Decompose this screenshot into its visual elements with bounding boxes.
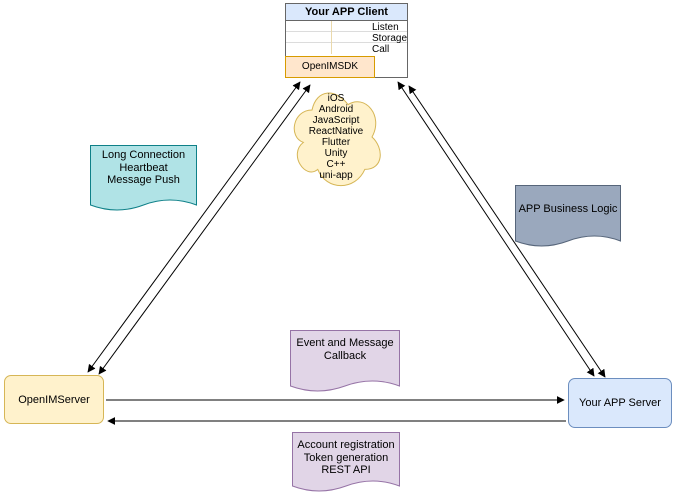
note-event-callback-line2: Callback (323, 349, 367, 362)
arrow-openimserver-client-1 (87, 81, 301, 373)
note-rest-api: Account registration Token generation RE… (292, 432, 400, 496)
note-rest-api-line1: Account registration (297, 439, 395, 451)
platform-ios: iOS (327, 93, 345, 104)
note-long-connection: Long Connection Heartbeat Message Push (90, 145, 197, 215)
note-long-connection-line1: Long Connection (101, 149, 186, 161)
platform-unity: Unity (324, 148, 348, 159)
note-long-connection-line2: Heartbeat (119, 161, 168, 174)
platform-flutter: Flutter (321, 137, 351, 148)
platform-reactnative: ReactNative (308, 126, 364, 137)
platform-android: Android (318, 104, 354, 115)
note-event-callback-shape (290, 330, 400, 392)
note-rest-api-shape (292, 432, 400, 492)
arrow-openimserver-client-2 (98, 84, 311, 375)
platform-uniapp: uni-app (319, 170, 353, 181)
note-business-logic-line1: APP Business Logic (518, 203, 618, 215)
platform-list: iOS Android JavaScript ReactNative Flutt… (287, 82, 385, 192)
client-row-listen: Listen (372, 22, 399, 33)
client-row-storage: Storage (372, 33, 408, 44)
client-row-call: Call (372, 44, 390, 55)
platform-cpp: C++ (326, 159, 346, 170)
note-event-callback-line1: Event and Message (296, 337, 394, 349)
client-vertical-divider (331, 21, 332, 54)
note-long-connection-line3: Message Push (107, 174, 180, 186)
note-event-callback: Event and Message Callback (290, 330, 400, 396)
openimsdk-box: OpenIMSDK (285, 56, 375, 78)
app-client-title: Your APP Client (286, 4, 407, 21)
client-divider-2 (286, 42, 407, 43)
note-business-logic: APP Business Logic (515, 185, 621, 251)
app-client-box: Your APP Client Listen Storage Call Open… (285, 3, 408, 78)
your-app-server-box: Your APP Server (568, 378, 672, 428)
client-rows: Listen Storage Call (372, 22, 407, 55)
note-rest-api-line3: REST API (321, 464, 371, 476)
platform-javascript: JavaScript (312, 115, 360, 126)
note-rest-api-line2: Token generation (303, 451, 389, 464)
arrow-appserver-client-2 (408, 85, 606, 378)
client-divider-1 (286, 31, 407, 32)
app-client-body: Listen Storage Call OpenIMSDK (285, 21, 407, 78)
openim-server-box: OpenIMServer (4, 375, 104, 424)
platform-cloud: iOS Android JavaScript ReactNative Flutt… (287, 82, 385, 192)
